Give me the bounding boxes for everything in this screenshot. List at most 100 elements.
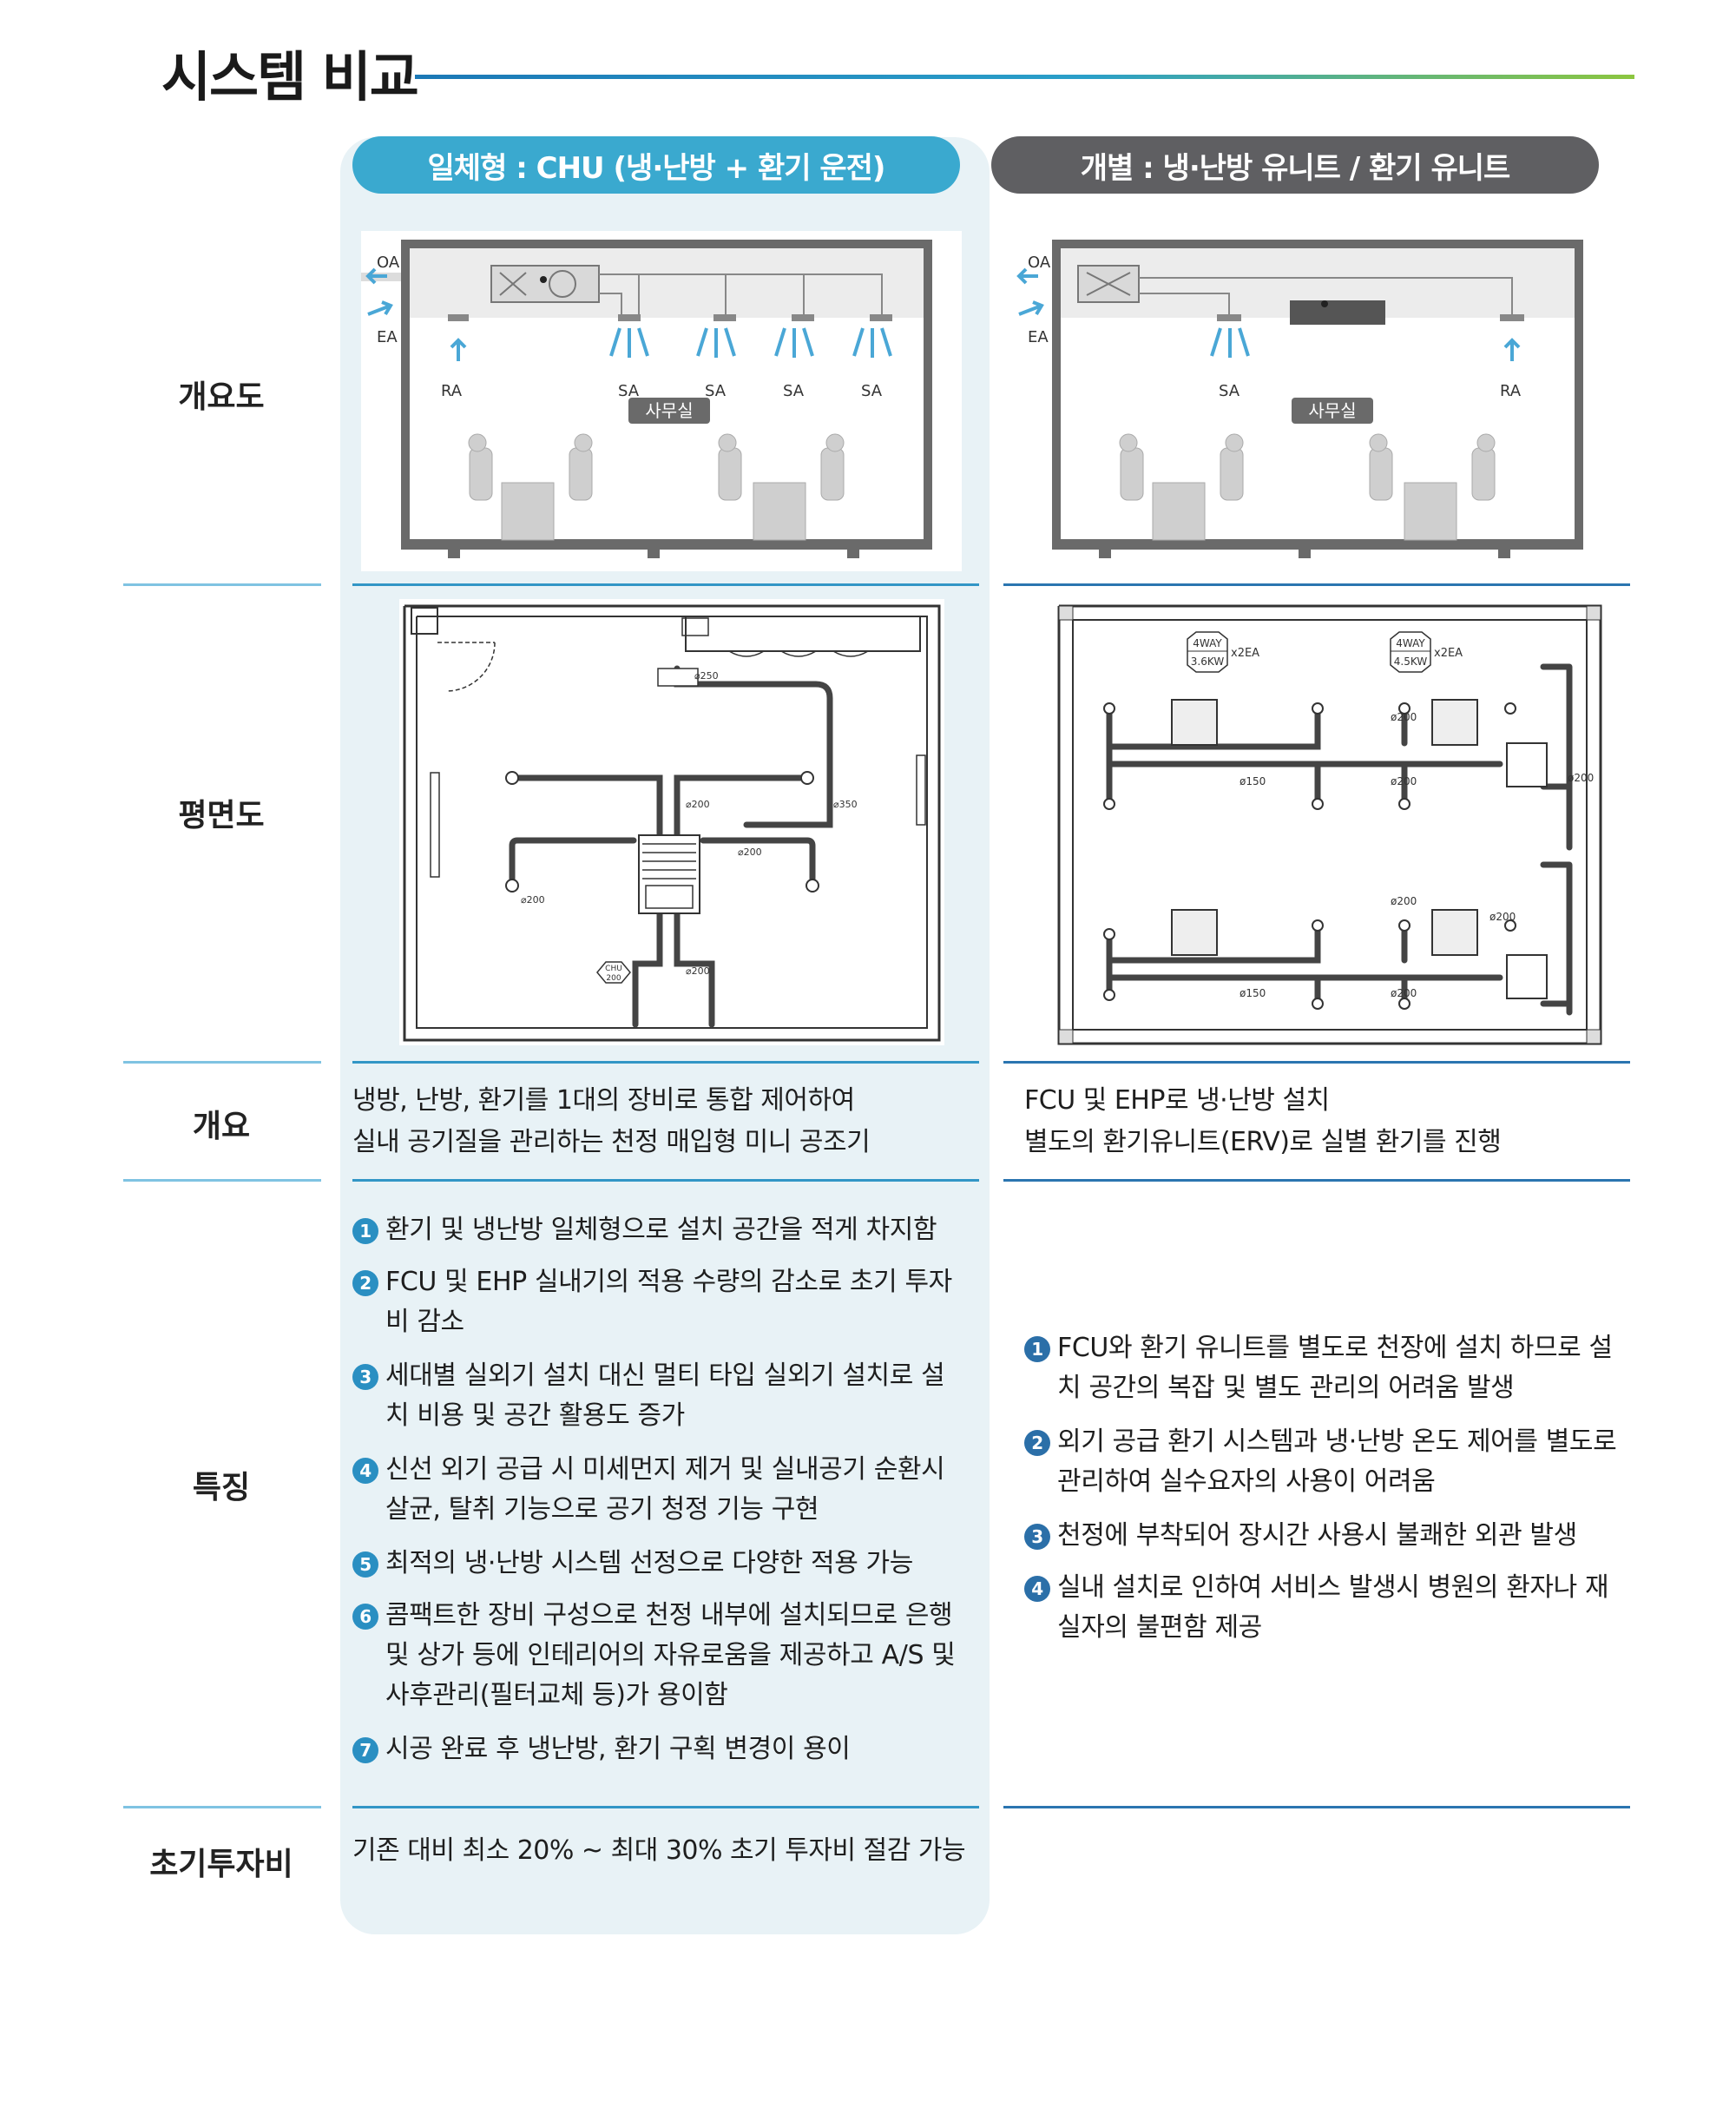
unit-type-label: 4WAY [1396,637,1425,649]
feature-item: 2 FCU 및 EHP 실내기의 적용 수량의 감소로 초기 투자비 감소 [352,1262,967,1342]
feature-number-badge: 3 [1024,1524,1050,1550]
feature-number-badge: 7 [352,1737,378,1763]
feature-item: 7 시공 완료 후 냉난방, 환기 구획 변경이 용이 [352,1729,967,1769]
feature-item: 5 최적의 냉·난방 시스템 선정으로 다양한 적용 가능 [352,1544,967,1584]
duct-size-label: ø200 [1489,911,1516,923]
overview-line: 별도의 환기유니트(ERV)로 실별 환기를 진행 [1024,1127,1502,1157]
feature-text: 시공 완료 후 냉난방, 환기 구획 변경이 용이 [385,1734,851,1764]
feature-number-badge: 4 [352,1458,378,1484]
duct-size-label: ø200 [1391,895,1417,907]
unit-kw-label: 4.5KW [1394,655,1428,668]
overview-line: 냉방, 난방, 환기를 1대의 장비로 통합 제어하여 [352,1085,855,1116]
duct-size-label: ø150 [1240,775,1266,787]
row-divider [352,1061,979,1064]
feature-number-badge: 2 [352,1270,378,1296]
feature-number-badge: 2 [1024,1430,1050,1456]
feature-number-badge: 5 [352,1551,378,1578]
integrated-floor-plan: ⌀250 ⌀350 ⌀200 ⌀200 ⌀200 ⌀200 CHU 200 [399,599,944,1045]
unit-kw-label: 3.6KW [1191,655,1225,668]
feature-text: 환기 및 냉난방 일체형으로 설치 공간을 적게 차지함 [385,1215,937,1245]
duct-size-label: ø200 [1568,772,1594,784]
label-ea: EA [1028,328,1049,346]
duct-size-label: ⌀200 [686,799,710,810]
label-ra: RA [1500,382,1522,400]
page-title: 시스템 비교 [161,45,419,109]
row-label-floorplan: 평면도 [178,798,265,833]
feature-item: 6 콤팩트한 장비 구성으로 천정 내부에 설치되므로 은행 및 상가 등에 인… [352,1596,967,1716]
overview-line: FCU 및 EHP로 냉·난방 설치 [1024,1085,1330,1116]
row-label-features: 특징 [192,1470,251,1505]
duct-size-label: ø200 [1391,775,1417,787]
integrated-schematic-diagram: OA EA RA SA SA SA SA 사무실 [361,231,962,571]
overview-line: 실내 공기질을 관리하는 천정 매입형 미니 공조기 [352,1127,871,1157]
label-sa: SA [861,382,883,400]
feature-item: 1 환기 및 냉난방 일체형으로 설치 공간을 적게 차지함 [352,1210,967,1250]
separate-floor-plan: 4WAY 3.6KW x2EA 4WAY 4.5KW x2EA ø150 ø20… [1057,604,1613,1045]
duct-size-label: ⌀350 [833,799,858,810]
row-divider [123,1806,321,1808]
unit-qty-label: x2EA [1231,647,1259,660]
feature-item: 4 신선 외기 공급 시 미세먼지 제거 및 실내공기 순환시 살균, 탈취 기… [352,1450,967,1530]
room-label: 사무실 [1308,400,1356,421]
feature-item: 4 실내 설치로 인하여 서비스 발생시 병원의 환자나 재실자의 불편함 제공 [1024,1568,1632,1648]
feature-item: 1 FCU와 환기 유니트를 별도로 천장에 설치 하므로 설치 공간의 복잡 … [1024,1328,1632,1408]
feature-text: 세대별 실외기 설치 대신 멀티 타입 실외기 설치로 설치 비용 및 공간 활… [385,1360,945,1431]
feature-item: 2 외기 공급 환기 시스템과 냉·난방 온도 제어를 별도로 관리하여 실수요… [1024,1422,1632,1502]
unit-type-label: 4WAY [1193,637,1222,649]
row-label-initial-cost: 초기투자비 [149,1847,293,1882]
integrated-initial-cost: 기존 대비 최소 20% ~ 최대 30% 초기 투자비 절감 가능 [352,1835,966,1866]
feature-number-badge: 1 [1024,1336,1050,1362]
separate-schematic-diagram: OA EA SA RA 사무실 [1012,231,1613,571]
duct-size-label: ⌀200 [738,846,762,858]
feature-text: 최적의 냉·난방 시스템 선정으로 다양한 적용 가능 [385,1548,913,1578]
unit-qty-label: x2EA [1434,647,1463,660]
feature-text: 실내 설치로 인하여 서비스 발생시 병원의 환자나 재실자의 불편함 제공 [1057,1572,1609,1643]
label-sa: SA [705,382,727,400]
feature-text: 외기 공급 환기 시스템과 냉·난방 온도 제어를 별도로 관리하여 실수요자의… [1057,1426,1617,1497]
feature-text: 천정에 부착되어 장시간 사용시 불쾌한 외관 발생 [1057,1520,1577,1551]
integrated-overview: 냉방, 난방, 환기를 1대의 장비로 통합 제어하여 실내 공기질을 관리하는… [352,1080,871,1163]
duct-size-label: ø200 [1391,711,1417,723]
room-label: 사무실 [645,400,693,421]
row-divider [1003,1179,1630,1182]
duct-size-label: ⌀200 [521,894,545,906]
label-sa: SA [1219,382,1240,400]
row-label-overview: 개요 [192,1109,251,1144]
label-oa: OA [1028,254,1051,272]
duct-size-label: ⌀200 [686,965,710,977]
duct-size-label: ⌀250 [694,670,719,682]
row-divider [123,583,321,586]
row-label-schematic: 개요도 [178,379,265,415]
row-divider [1003,1061,1630,1064]
duct-size-label: ø150 [1240,987,1266,999]
row-divider [352,1179,979,1182]
label-sa: SA [783,382,805,400]
title-underline [415,75,1634,79]
chu-tag: 200 [606,974,621,983]
feature-item: 3 세대별 실외기 설치 대신 멀티 타입 실외기 설치로 설치 비용 및 공간… [352,1356,967,1436]
row-divider [123,1179,321,1182]
feature-text: 신선 외기 공급 시 미세먼지 제거 및 실내공기 순환시 살균, 탈취 기능으… [385,1454,945,1525]
row-divider [352,1806,979,1808]
row-divider [352,583,979,586]
separate-column-header: 개별 : 냉·난방 유니트 / 환기 유니트 [991,136,1599,194]
separate-overview: FCU 및 EHP로 냉·난방 설치 별도의 환기유니트(ERV)로 실별 환기… [1024,1080,1502,1163]
feature-number-badge: 6 [352,1604,378,1630]
label-oa: OA [377,254,400,272]
feature-text: FCU와 환기 유니트를 별도로 천장에 설치 하므로 설치 공간의 복잡 및 … [1057,1333,1613,1403]
chu-tag: CHU [605,965,622,973]
feature-number-badge: 1 [352,1218,378,1244]
feature-number-badge: 3 [352,1364,378,1390]
label-ea: EA [377,328,398,346]
row-divider [123,1061,321,1064]
row-divider [1003,583,1630,586]
label-sa: SA [618,382,640,400]
feature-text: 콤팩트한 장비 구성으로 천정 내부에 설치되므로 은행 및 상가 등에 인테리… [385,1600,956,1710]
feature-item: 3 천정에 부착되어 장시간 사용시 불쾌한 외관 발생 [1024,1516,1632,1556]
feature-text: FCU 및 EHP 실내기의 적용 수량의 감소로 초기 투자비 감소 [385,1267,952,1337]
integrated-column-header: 일체형 : CHU (냉·난방 + 환기 운전) [352,136,960,194]
duct-size-label: ø200 [1391,987,1417,999]
label-ra: RA [441,382,463,400]
feature-number-badge: 4 [1024,1576,1050,1602]
row-divider [1003,1806,1630,1808]
